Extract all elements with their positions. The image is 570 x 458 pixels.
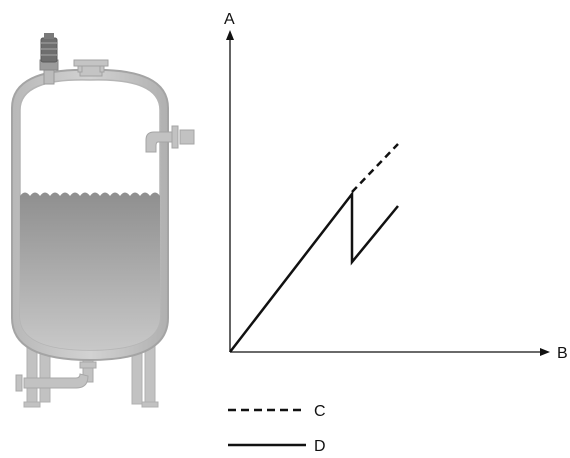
tank-liquid [20,192,160,350]
graph: A B [224,11,568,362]
y-axis-arrowhead [226,30,234,40]
legend-label-d: D [314,438,326,455]
legend: C D [228,403,326,455]
top-nozzle [73,59,109,77]
legend-item-c: C [228,403,326,420]
curve-c-dashed [351,143,399,193]
side-outlet-pipe [145,125,195,153]
storage-tank-illustration [11,33,195,408]
agitator-motor [39,33,59,85]
curve-d-solid [229,190,399,353]
x-axis-label: B [557,345,568,362]
y-axis-label: A [224,11,235,28]
legend-item-d: D [228,438,326,455]
legend-label-c: C [314,403,326,420]
x-axis-arrowhead [540,348,550,356]
